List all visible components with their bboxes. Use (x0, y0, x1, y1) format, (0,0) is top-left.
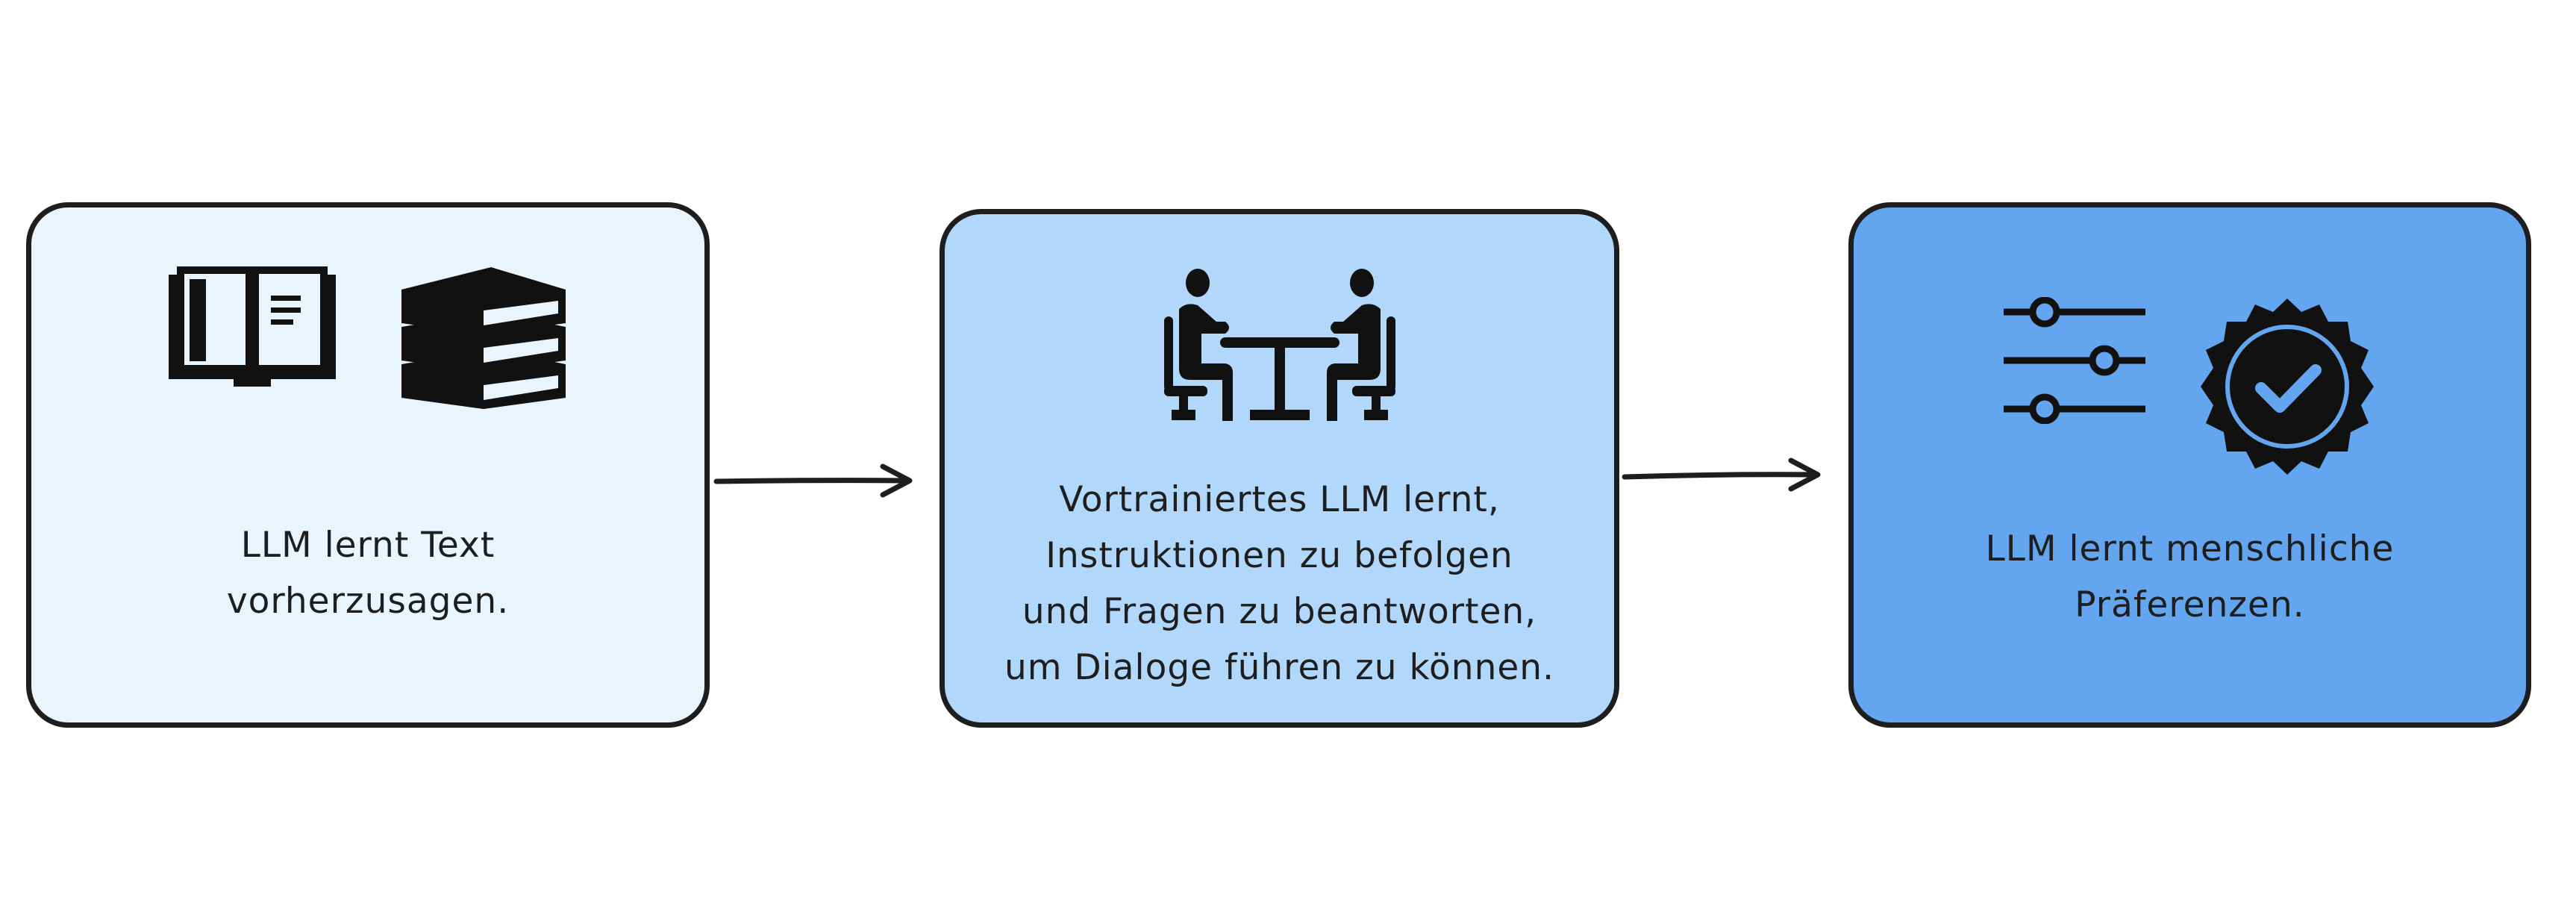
step-description: LLM lernt menschliche Präferenzen. (1854, 521, 2526, 633)
step-description: Vortrainiertes LLM lernt, Instruktionen … (945, 472, 1614, 696)
text-line: LLM lernt menschliche (1985, 528, 2395, 569)
step-pretraining-box: LLM lernt Text vorherzusagen. (26, 202, 710, 728)
sliders-icon (2003, 297, 2145, 424)
step-preference-tuning-box: LLM lernt menschliche Präferenzen. (1848, 202, 2531, 728)
text-line: Vortrainiertes LLM lernt, (1059, 479, 1500, 520)
open-book-icon (169, 266, 336, 387)
book-stack-icon (401, 267, 566, 409)
text-line: Präferenzen. (2075, 584, 2305, 625)
meeting-table-icon (1163, 269, 1395, 421)
step-description: LLM lernt Text vorherzusagen. (31, 517, 704, 629)
text-line: Instruktionen zu befolgen (1045, 535, 1513, 576)
text-line: vorherzusagen. (226, 581, 510, 622)
text-line: LLM lernt Text (240, 525, 495, 566)
step-instruction-tuning-box: Vortrainiertes LLM lernt, Instruktionen … (940, 209, 1619, 728)
text-line: um Dialoge führen zu können. (1004, 647, 1555, 688)
arrow-right-icon (1622, 458, 1821, 492)
verified-badge-icon (2200, 299, 2374, 475)
text-line: und Fragen zu beantworten, (1022, 591, 1537, 632)
arrow-right-icon (713, 463, 913, 498)
